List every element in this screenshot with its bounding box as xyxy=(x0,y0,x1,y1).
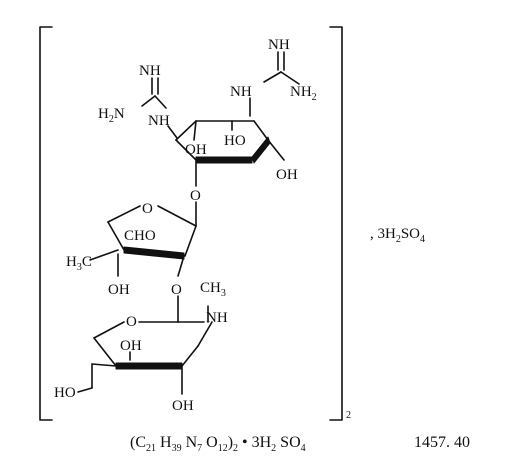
top-amine-label: NH2 xyxy=(290,84,317,103)
left-amine-label: H2N xyxy=(98,106,125,125)
salt-note: , 3H2SO4 xyxy=(370,226,425,245)
ring3-ho-label: HO xyxy=(54,385,76,401)
ring3-nh-label: NH xyxy=(206,310,228,326)
ring2-oh-label: OH xyxy=(108,282,130,298)
n-methyl-label: CH3 xyxy=(200,280,226,299)
left-bracket xyxy=(39,26,53,421)
left-imine-label: NH xyxy=(139,63,161,79)
right-bracket xyxy=(329,26,343,421)
ring2-oxygen-label: O xyxy=(142,201,153,217)
ring1-ho-label: HO xyxy=(224,133,246,149)
bracket-subscript: 2 xyxy=(346,410,351,421)
ring2-front-wedge xyxy=(123,246,185,260)
ring1-front-wedge xyxy=(195,156,253,164)
methyl-label: H3C xyxy=(66,254,92,273)
cho-label: CHO xyxy=(124,228,156,244)
ring3-oxygen-label: O xyxy=(126,314,137,330)
left-nh-label: NH xyxy=(148,113,170,129)
top-nh-label: NH xyxy=(230,84,252,100)
glycosidic-o1-label: O xyxy=(190,188,201,204)
molecular-weight: 1457. 40 xyxy=(414,434,470,451)
molecular-formula: (C21 H39 N7 O12)2 • 3H2 SO4 xyxy=(130,434,306,454)
glycosidic-o2-label: O xyxy=(171,282,182,298)
ring3-oh-b-label: OH xyxy=(172,398,194,414)
ring1-oh-a-label: OH xyxy=(185,142,207,158)
ring3-front-wedge xyxy=(115,362,183,370)
ring1-oh-c-label: OH xyxy=(276,167,298,183)
ring3-oh-a-label: OH xyxy=(120,338,142,354)
top-imine-label: NH xyxy=(268,37,290,53)
ring1-right-wedge xyxy=(251,136,271,164)
